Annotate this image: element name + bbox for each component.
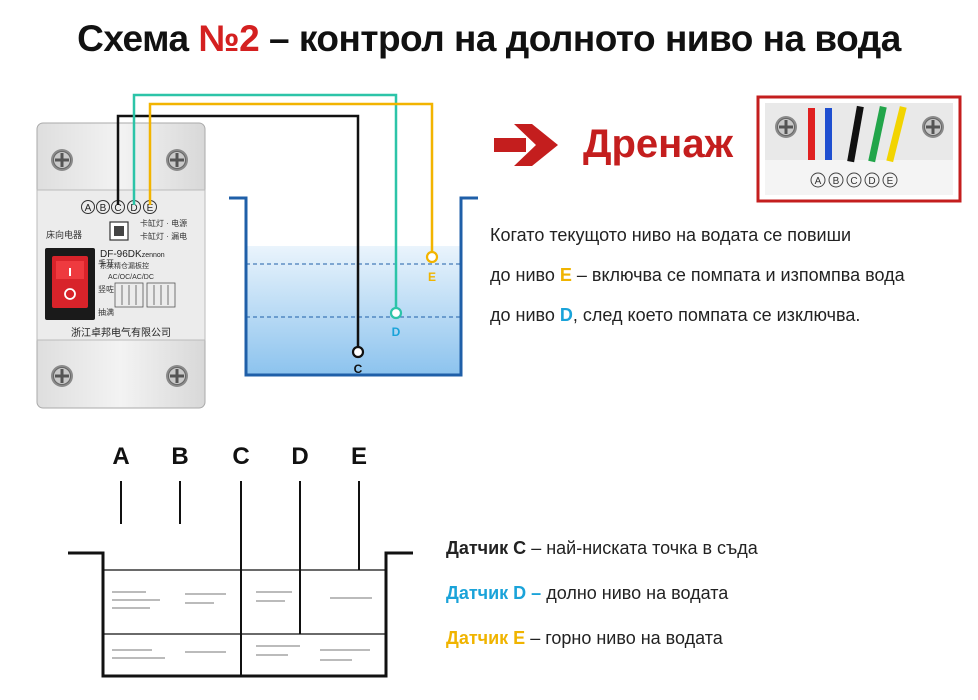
legend-text: горно ниво на водата — [545, 628, 723, 648]
screw-icon — [774, 115, 798, 139]
description-line-1: Когато текущото ниво на водата се повиши — [490, 225, 851, 246]
legend-item-c: Датчик C – най-ниската точка в съда — [446, 538, 758, 559]
description-text: , след което помпата се изключва. — [572, 305, 861, 325]
screw-icon — [921, 115, 945, 139]
description-key-d: D — [559, 305, 573, 325]
sensor-wires: C D E — [116, 93, 439, 376]
wire-d — [132, 93, 398, 312]
photo-terminal-label: C — [850, 176, 857, 187]
title-suffix: – контрол на долното ниво на вода — [269, 18, 901, 59]
screw-icon — [165, 148, 189, 172]
description-text: до ниво — [490, 305, 560, 325]
relay-side-label-3: 抽满 — [98, 307, 114, 317]
legend-item-d: Датчик D – долно ниво на водата — [446, 583, 728, 604]
relay-terminals: A B C D E — [81, 200, 157, 214]
legend-sep: – — [526, 538, 547, 558]
schematic-tank-wall — [68, 551, 413, 678]
probe-tip-d — [389, 306, 403, 320]
photo-terminal-label: E — [887, 176, 894, 187]
relay-terminal-label: C — [114, 203, 121, 214]
description-text: Когато текущото ниво на водата се повиши — [490, 225, 852, 245]
relay-model-suffix: zennon — [142, 252, 165, 259]
probe-letter-c: C — [232, 443, 249, 470]
description-text: до ниво — [490, 265, 560, 285]
description-line-2: до ниво E – включва се помпата и изпомпв… — [490, 265, 905, 286]
relay-model: DF-96DKzennon — [100, 249, 165, 260]
legend-key: Датчик C — [446, 538, 527, 558]
wire-c — [116, 114, 360, 350]
probe-schematic: A B C D E — [68, 443, 413, 678]
relay-terminal-label: A — [85, 203, 92, 214]
relay-maker: 浙江卓邦电气有限公司 — [71, 326, 171, 339]
screw-icon — [165, 364, 189, 388]
relay-side-label-1: 手开 — [98, 258, 114, 268]
relay-mode-label: AC/OC/AC/DC — [108, 274, 154, 281]
indicator-led-icon — [114, 226, 124, 236]
drain-label: Дренаж — [583, 122, 733, 166]
probe-letter-a: A — [112, 443, 129, 470]
probe-tip-c — [351, 345, 365, 359]
wire-e — [148, 102, 434, 256]
relay-terminal-label: E — [147, 203, 154, 214]
water-hatching — [112, 591, 372, 661]
photo-terminal-label: B — [833, 176, 840, 187]
relay-left-label: 床向电器 — [46, 229, 82, 240]
relay-terminal-label: D — [130, 203, 137, 214]
probe-letter-e: E — [351, 443, 367, 470]
description-line-3: до ниво D, след което помпата се изключв… — [490, 305, 860, 326]
photo-terminal-labels: A B C D E — [810, 172, 898, 188]
legend-key: Датчик D – — [446, 583, 542, 603]
legend-text: най-ниската точка в съда — [546, 538, 758, 558]
photo-terminal-label: A — [815, 176, 822, 187]
description-text: – включва се помпата и изпомпва вода — [571, 265, 905, 285]
legend-key: Датчик E — [446, 628, 526, 648]
dip-switch-block — [114, 282, 144, 308]
relay-top-label-2: 卡缸灯 · 漏电 — [140, 231, 187, 241]
title-number: №2 — [198, 18, 260, 59]
title-prefix: Схема — [77, 18, 189, 59]
relay-sub-label: 东莱精仓漏板控 — [100, 261, 149, 270]
terminal-photo: A B C D E — [756, 95, 962, 203]
probe-label-e: E — [428, 270, 436, 284]
relay-top-label-1: 卡缸灯 · 电源 — [140, 218, 187, 228]
description-key-e: E — [559, 265, 572, 285]
probe-letter-b: B — [171, 443, 188, 470]
tank-wall — [229, 196, 478, 377]
legend-sep: – — [525, 628, 546, 648]
relay-device: A B C D E 卡缸灯 · 电源 卡缸灯 · 漏电 床向电器 DF-96DK… — [36, 122, 206, 409]
page-title: Схема №2 – контрол на долното ниво на во… — [0, 18, 978, 60]
wire-green — [868, 105, 887, 163]
dip-switch-block — [146, 282, 176, 308]
photo-terminal-label: D — [868, 176, 875, 187]
relay-model-main: DF-96DK — [100, 249, 142, 260]
wire-yellow — [886, 106, 907, 163]
probe-tip-e — [425, 250, 439, 264]
screw-icon — [50, 364, 74, 388]
arrow-right-icon — [494, 124, 558, 166]
probe-label-c: C — [354, 362, 363, 376]
screw-icon — [50, 148, 74, 172]
relay-terminal-label: B — [100, 203, 107, 214]
relay-side-label-2: 竖咗 — [98, 284, 114, 294]
probe-letter-d: D — [291, 443, 308, 470]
wire-blue — [825, 108, 832, 160]
probe-label-d: D — [392, 325, 401, 339]
legend-item-e: Датчик E – горно ниво на водата — [446, 628, 723, 649]
wire-red — [808, 108, 815, 160]
legend-text: долно ниво на водата — [546, 583, 729, 603]
wire-black — [847, 105, 864, 163]
